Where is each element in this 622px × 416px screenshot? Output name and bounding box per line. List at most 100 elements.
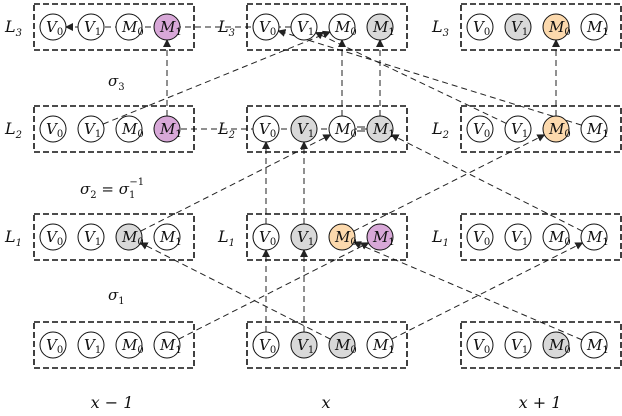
node-circle — [580, 331, 608, 359]
node-label: M0 — [121, 120, 144, 140]
node-label: V1 — [297, 18, 314, 38]
node-label: M1 — [586, 336, 609, 356]
node-label: V1 — [511, 120, 528, 140]
node-label: V0 — [473, 18, 490, 38]
node-circle — [153, 223, 181, 251]
node-circle — [290, 223, 318, 251]
node-circle — [153, 115, 181, 143]
node-circle — [366, 223, 394, 251]
node-circle — [542, 223, 570, 251]
node-label: V1 — [511, 18, 528, 38]
dashed-box — [460, 213, 622, 261]
node-circle — [115, 331, 143, 359]
dashed-box — [460, 321, 622, 369]
level-label: L1 — [4, 227, 22, 249]
dashed-box — [33, 213, 195, 261]
dashed-edge — [277, 29, 582, 126]
node-label: M1 — [372, 120, 395, 140]
node-label: M1 — [586, 18, 609, 38]
dashed-edge — [391, 242, 584, 340]
node-label: M0 — [548, 18, 571, 38]
dashed-edge — [353, 241, 583, 341]
dashed-box — [246, 321, 408, 369]
node-circle — [466, 223, 494, 251]
node-label: V0 — [259, 120, 276, 140]
node-label: M0 — [334, 336, 357, 356]
node-circle — [328, 13, 356, 41]
node-label: M0 — [121, 228, 144, 248]
dashed-edge — [102, 30, 331, 125]
sigma-label: σ3 — [108, 72, 125, 93]
column-label: x + 1 — [519, 393, 562, 412]
node-circle — [77, 331, 105, 359]
dashed-edge — [314, 31, 507, 124]
node-label: V0 — [46, 18, 63, 38]
node-circle — [504, 13, 532, 41]
level-label: L3 — [217, 17, 235, 39]
node-circle — [77, 13, 105, 41]
node-circle — [252, 223, 280, 251]
node-circle — [580, 115, 608, 143]
node-label: V1 — [511, 228, 528, 248]
node-circle — [580, 13, 608, 41]
node-circle — [39, 13, 67, 41]
node-label: M0 — [121, 18, 144, 38]
node-circle — [580, 223, 608, 251]
node-label: M1 — [586, 228, 609, 248]
level-box: V0 V1 M0 M1 — [460, 3, 622, 51]
node-label: M1 — [159, 18, 182, 38]
node-circle — [466, 115, 494, 143]
node-label: V1 — [84, 18, 101, 38]
level-box: V0 V1 M0 M1 — [33, 3, 195, 51]
node-label: V1 — [511, 336, 528, 356]
sigma-label: σ1 — [108, 286, 125, 307]
level-box: V0 V1 M0 M1 — [460, 213, 622, 261]
node-circle — [115, 223, 143, 251]
column-label: x — [321, 393, 330, 412]
node-circle — [542, 115, 570, 143]
node-circle — [290, 115, 318, 143]
node-label: M0 — [121, 336, 144, 356]
dashed-box — [246, 213, 408, 261]
node-label: M0 — [548, 336, 571, 356]
node-label: V1 — [297, 336, 314, 356]
node-label: M1 — [159, 228, 182, 248]
node-label: V0 — [473, 336, 490, 356]
level-label: L3 — [431, 17, 449, 39]
node-circle — [252, 331, 280, 359]
dashed-box — [33, 321, 195, 369]
node-label: M0 — [548, 228, 571, 248]
dashed-box — [246, 3, 408, 51]
node-label: M1 — [372, 228, 395, 248]
node-label: V1 — [297, 228, 314, 248]
dashed-edge — [140, 134, 332, 232]
dashed-box — [33, 105, 195, 153]
node-circle — [366, 115, 394, 143]
node-label: M0 — [334, 120, 357, 140]
node-circle — [328, 115, 356, 143]
node-label: V0 — [259, 228, 276, 248]
node-circle — [504, 115, 532, 143]
node-label: V0 — [473, 228, 490, 248]
dashed-box — [33, 3, 195, 51]
node-circle — [77, 115, 105, 143]
node-label: M0 — [334, 228, 357, 248]
node-circle — [77, 223, 105, 251]
node-label: M1 — [159, 120, 182, 140]
node-label: V0 — [473, 120, 490, 140]
sigma-label: σ2 = σ1−1 — [80, 177, 144, 201]
node-circle — [328, 331, 356, 359]
node-circle — [466, 331, 494, 359]
dashed-box — [246, 105, 408, 153]
dashed-box — [460, 3, 622, 51]
node-label: V0 — [259, 336, 276, 356]
node-label: V0 — [259, 18, 276, 38]
dashed-box — [460, 105, 622, 153]
node-label: M0 — [334, 18, 357, 38]
